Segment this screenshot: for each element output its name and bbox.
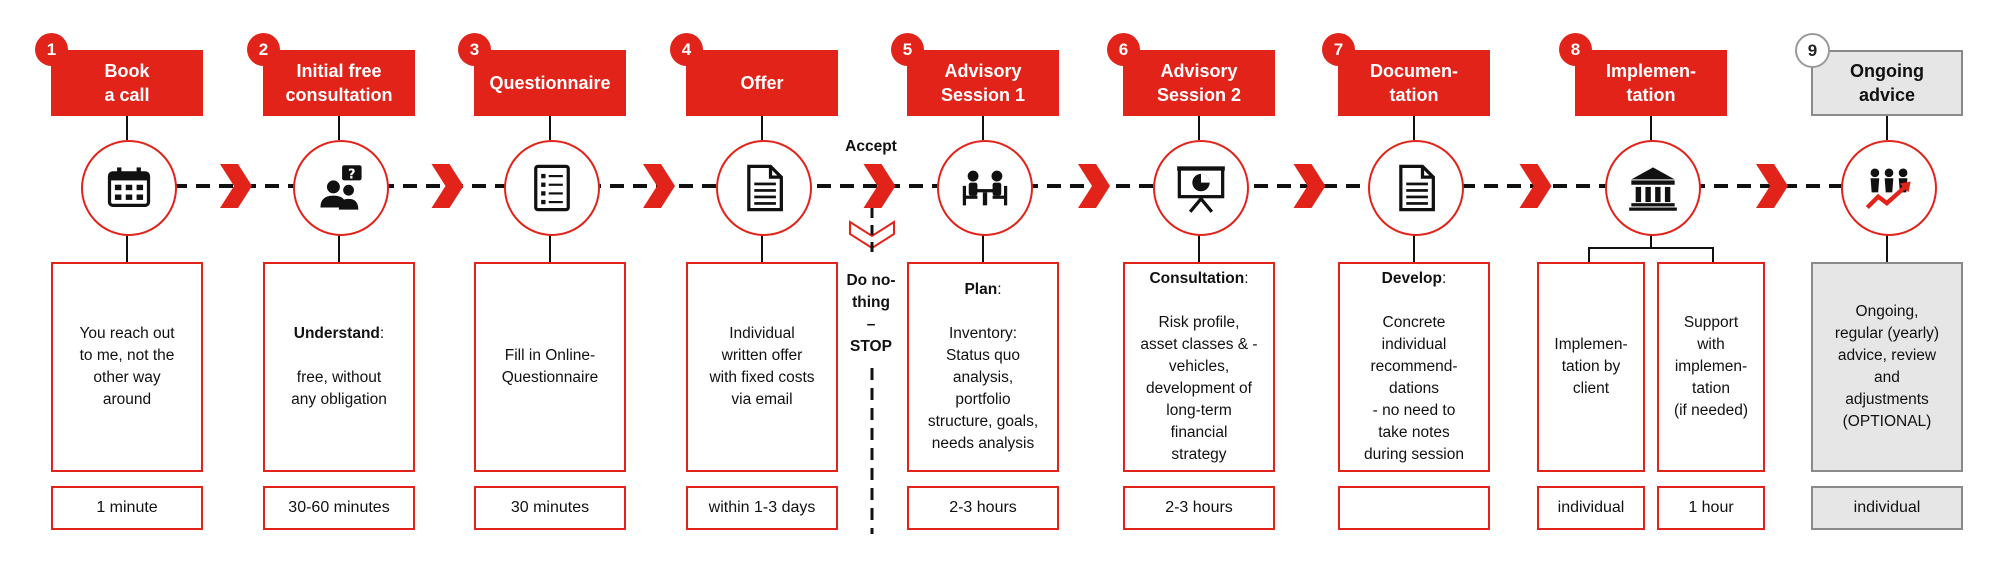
presentation-icon	[1177, 166, 1225, 213]
chevron-arrow-icon	[431, 164, 464, 208]
description-text: Consultation: Risk profile, asset classe…	[1140, 270, 1258, 463]
checklist-icon	[534, 164, 570, 212]
step-description: Individual written offer with fixed cost…	[686, 262, 838, 472]
calendar-icon	[107, 167, 151, 207]
description-text: Develop: Concrete individual recommend- …	[1364, 270, 1464, 463]
chevron-arrow-icon	[1078, 164, 1110, 208]
description-text: Individual written offer with fixed cost…	[709, 325, 815, 408]
step-title: Initial free consultation	[263, 50, 415, 116]
step-icon-circle	[937, 140, 1033, 236]
step-icon-circle	[1153, 140, 1249, 236]
step-description: Support with implemen- tation (if needed…	[1657, 262, 1765, 472]
step-title: Ongoing advice	[1811, 50, 1963, 116]
description-heading: Consultation	[1149, 270, 1245, 287]
step-description: Develop: Concrete individual recommend- …	[1338, 262, 1490, 472]
step-number-badge: 1	[35, 33, 68, 66]
document-icon	[1399, 164, 1435, 212]
description-heading: Develop	[1381, 270, 1442, 287]
chevron-arrow-icon	[1756, 164, 1788, 208]
step-duration: within 1-3 days	[686, 486, 838, 530]
step-title: Advisory Session 1	[907, 50, 1059, 116]
description-text: Fill in Online- Questionnaire	[501, 347, 599, 386]
step-duration: individual	[1537, 486, 1645, 530]
description-text: Understand: free, without any obligation	[291, 325, 387, 408]
step-description: Implemen- tation by client	[1537, 262, 1645, 472]
step-icon-circle	[1841, 140, 1937, 236]
step-description: Understand: free, without any obligation	[263, 262, 415, 472]
step-icon-circle	[1605, 140, 1701, 236]
step-duration: 30 minutes	[474, 486, 626, 530]
step-number-badge: 9	[1795, 33, 1830, 68]
step-icon-circle	[716, 140, 812, 236]
step-icon-circle	[81, 140, 177, 236]
description-text: Support with implemen- tation (if needed…	[1673, 314, 1749, 419]
step-description: Ongoing, regular (yearly) advice, review…	[1811, 262, 1963, 472]
chevron-arrow-icon	[1519, 164, 1552, 208]
people-question-icon: ?	[320, 165, 362, 210]
step-duration: 1 minute	[51, 486, 203, 530]
chevron-arrow-icon	[643, 164, 675, 208]
bank-icon	[1629, 167, 1677, 211]
chevron-arrow-icon	[1293, 164, 1326, 208]
chevron-arrow-icon	[220, 164, 252, 208]
step-number-badge: 2	[247, 33, 280, 66]
step-title: Questionnaire	[474, 50, 626, 116]
chevron-arrow-icon	[863, 164, 896, 208]
step-number-badge: 4	[670, 33, 703, 66]
description-text: You reach out to me, not the other way a…	[79, 325, 175, 408]
step-duration: 1 hour	[1657, 486, 1765, 530]
step-title: Documen- tation	[1338, 50, 1490, 116]
step-title: Book a call	[51, 50, 203, 116]
step-number-badge: 6	[1107, 33, 1140, 66]
step-description: You reach out to me, not the other way a…	[51, 262, 203, 472]
document-icon	[747, 164, 783, 212]
step-number-badge: 3	[458, 33, 491, 66]
growth-team-icon	[1865, 168, 1911, 210]
stop-label: Do no- thing – STOP	[846, 272, 896, 355]
step-icon-circle: ?	[293, 140, 389, 236]
step-duration: 30-60 minutes	[263, 486, 415, 530]
step-number-badge: 7	[1322, 33, 1355, 66]
step-description: Plan: Inventory: Status quo analysis, po…	[907, 262, 1059, 472]
step-duration: 2-3 hours	[1123, 486, 1275, 530]
description-text: Plan: Inventory: Status quo analysis, po…	[927, 281, 1039, 452]
description-heading: Plan	[964, 281, 998, 298]
description-text: Ongoing, regular (yearly) advice, review…	[1834, 303, 1940, 430]
step-description: Fill in Online- Questionnaire	[474, 262, 626, 472]
step-duration: 2-3 hours	[907, 486, 1059, 530]
step-title: Offer	[686, 50, 838, 116]
step-title: Advisory Session 2	[1123, 50, 1275, 116]
meeting-icon	[962, 170, 1008, 206]
description-text: Implemen- tation by client	[1554, 336, 1628, 397]
step-icon-circle	[504, 140, 600, 236]
step-number-badge: 5	[891, 33, 924, 66]
step-duration: individual	[1811, 486, 1963, 530]
step-title: Implemen- tation	[1575, 50, 1727, 116]
step-description: Consultation: Risk profile, asset classe…	[1123, 262, 1275, 472]
step-number-badge: 8	[1559, 33, 1592, 66]
accept-label: Accept	[845, 138, 897, 155]
step-duration	[1338, 486, 1490, 530]
step-icon-circle	[1368, 140, 1464, 236]
description-heading: Understand	[293, 325, 380, 342]
svg-text:?: ?	[348, 167, 356, 182]
split-connector	[1588, 232, 1714, 262]
